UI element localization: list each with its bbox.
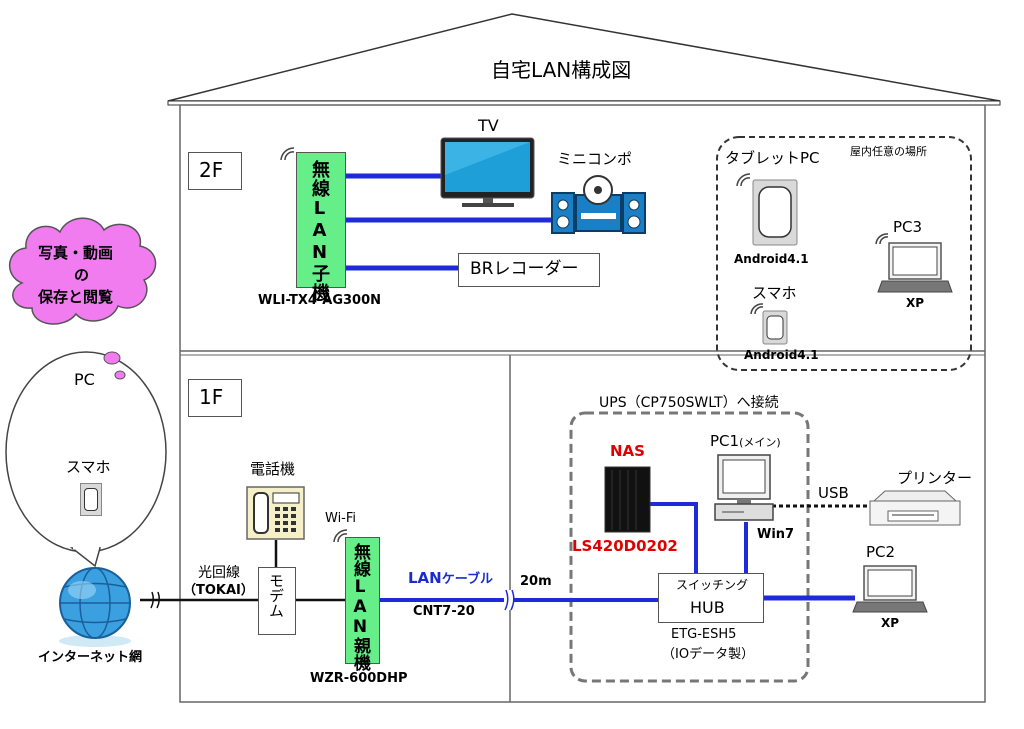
router-label: 無線LAN親機 xyxy=(350,543,370,671)
globe-icon xyxy=(59,567,131,647)
tablet-os: Android4.1 xyxy=(734,252,809,266)
tablet-label: タブレットPC xyxy=(725,149,820,167)
diagram-title: 自宅LAN構成図 xyxy=(491,58,632,82)
internet-label: インターネット網 xyxy=(38,650,143,665)
switching-hub-box xyxy=(658,573,764,623)
tv-icon xyxy=(440,137,535,207)
nas-label: NAS xyxy=(610,442,645,460)
thought-dot-1 xyxy=(103,351,121,365)
tablet-icon xyxy=(752,179,798,246)
provider-label: （TOKAI） xyxy=(183,583,254,598)
floor-1f-label: 1F xyxy=(199,385,224,409)
wifi-signal-icon-child xyxy=(280,147,295,161)
fiber-line-label: 光回線 xyxy=(198,565,240,581)
pc2-label: PC2 xyxy=(866,543,896,561)
lan-cable-label: LANケーブル xyxy=(408,569,493,587)
hub-label-bottom: HUB xyxy=(690,598,725,617)
pc1-name: PC1 xyxy=(710,432,740,450)
cable-model: CNT7-20 xyxy=(413,604,475,619)
telephone-icon xyxy=(246,486,305,540)
remote-smartphone-screen xyxy=(84,488,98,511)
modem-box xyxy=(258,567,296,635)
cloud-shape xyxy=(8,217,157,325)
wifi-signal-icon-tablet xyxy=(736,173,751,187)
wireless-child-box xyxy=(296,152,346,288)
router-box xyxy=(345,537,380,664)
wifi-label: Wi-Fi xyxy=(325,511,357,526)
floor-2f-label: 2F xyxy=(199,158,224,182)
wifi-signal-icon-smartphone xyxy=(750,303,764,315)
cloud-text-line3: 保存と閲覧 xyxy=(38,288,114,306)
pc1-os: Win7 xyxy=(757,527,795,542)
cable-length: 20m xyxy=(520,574,552,589)
br-recorder-box xyxy=(458,253,600,287)
desktop-icon-pc1 xyxy=(714,454,774,521)
br-recorder-label: BRレコーダー xyxy=(470,259,579,279)
wifi-signal-icon-pc3 xyxy=(875,233,889,245)
cloud-text-line1: 写真・動画 xyxy=(38,244,114,262)
hub-model: ETG-ESH5 xyxy=(671,627,737,642)
ups-area-boundary xyxy=(569,411,810,683)
router-model: WZR-600DHP xyxy=(310,671,408,686)
pc1-note: (メイン) xyxy=(739,436,781,449)
pc3-os: XP xyxy=(906,296,925,310)
anywhere-area-boundary xyxy=(716,136,972,371)
pc3-label: PC3 xyxy=(893,218,923,236)
usb-label: USB xyxy=(818,484,849,502)
ups-label: UPS（CP750SWLT）へ接続 xyxy=(599,395,779,411)
wireless-child-label: 無線LAN子機 xyxy=(309,160,330,302)
laptop-icon-pc3 xyxy=(877,242,953,293)
remote-smartphone-label: スマホ xyxy=(66,458,111,476)
printer-label: プリンター xyxy=(897,469,973,487)
tv-label: TV xyxy=(478,116,499,135)
phone-label: 電話機 xyxy=(250,460,296,478)
laptop-icon-pc2 xyxy=(852,565,928,613)
smartphone-os-2f: Android4.1 xyxy=(744,348,819,362)
lan-cable-label-b: ケーブル xyxy=(441,572,493,587)
thought-dot-2 xyxy=(114,370,126,380)
wifi-signal-icon-router xyxy=(333,529,348,543)
floor-1f-label-box xyxy=(188,379,242,417)
speech-bubble-tail xyxy=(69,547,101,568)
cable-break-lan xyxy=(504,589,515,611)
smartphone-icon-2f xyxy=(762,310,788,345)
minicompo-label: ミニコンポ xyxy=(557,150,633,168)
anywhere-area-label: 屋内任意の場所 xyxy=(850,145,927,158)
minicompo-icon xyxy=(551,175,646,234)
cable-break-internet xyxy=(150,591,161,609)
pc2-os: XP xyxy=(881,616,900,630)
floor-2f-label-box xyxy=(188,152,242,190)
modem-label: モデム xyxy=(267,573,285,618)
hub-maker: （IOデータ製） xyxy=(662,647,755,662)
lan-cable-label-a: LAN xyxy=(408,569,442,587)
nas-model: LS420D0202 xyxy=(572,537,678,555)
printer-icon xyxy=(869,490,961,526)
wireless-child-model: WLI-TX4-AG300N xyxy=(258,293,382,308)
cable-nas xyxy=(650,502,698,573)
nas-icon xyxy=(604,466,651,533)
smartphone-label-2f: スマホ xyxy=(752,284,797,302)
cloud-text-line2: の xyxy=(74,266,90,284)
hub-label-top: スイッチング xyxy=(676,578,749,592)
remote-pc-label: PC xyxy=(74,370,95,389)
pc1-label: PC1(メイン) xyxy=(710,434,781,449)
